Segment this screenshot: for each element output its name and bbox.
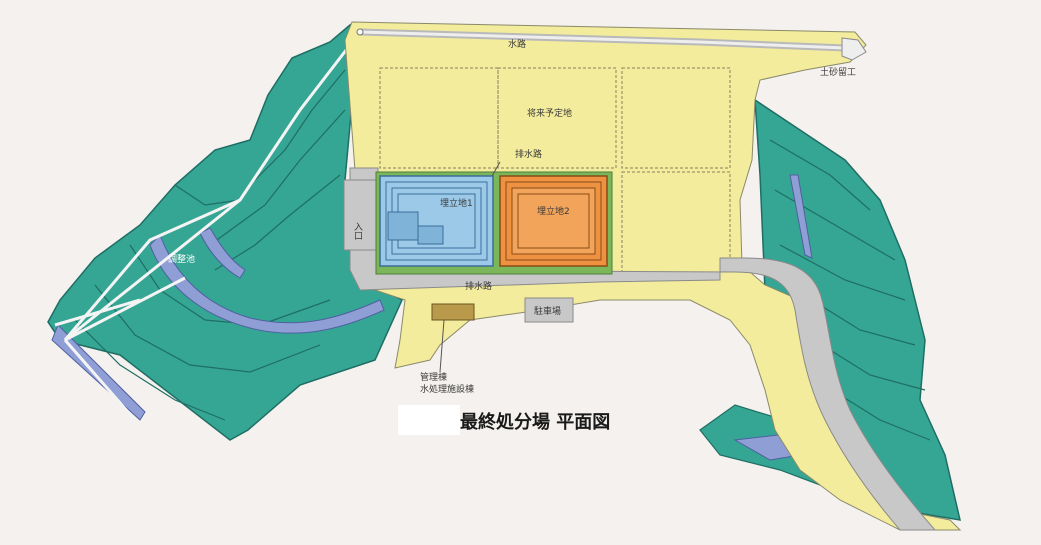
- label-parking: 駐車場: [534, 305, 561, 317]
- label-treatment: 水処理施設棟: [420, 383, 474, 395]
- title-text: 最終処分場 平面図: [460, 411, 610, 433]
- label-entrance: 入口: [352, 222, 363, 240]
- labels: 水路 土砂留工 将来予定地 排水路 埋立地1 埋立地2 入口 排水路 駐車場 調…: [168, 38, 856, 395]
- management-building: [431, 303, 475, 321]
- label-waterway: 水路: [508, 38, 526, 50]
- future-plots: [379, 67, 731, 273]
- label-landfill-1: 埋立地1: [440, 197, 473, 209]
- redacted-box: [398, 405, 460, 435]
- landfill-1: [379, 175, 494, 267]
- label-earth-dam: 土砂留工: [820, 66, 856, 78]
- label-drainage-top: 排水路: [515, 148, 542, 160]
- waterway-strip: [356, 28, 867, 61]
- label-landfill-2: 埋立地2: [537, 205, 570, 217]
- buildings: [431, 161, 574, 373]
- label-drainage-bottom: 排水路: [465, 280, 492, 292]
- plan-title: 最終処分場 平面図: [398, 405, 610, 435]
- pipe-lines: [54, 31, 362, 421]
- label-future-site: 将来予定地: [527, 107, 572, 119]
- left-channels: [51, 227, 385, 421]
- access-road: [343, 167, 937, 531]
- parking-area: [524, 297, 574, 323]
- landfill-2: [499, 175, 608, 267]
- label-pond: 調整池: [168, 253, 195, 265]
- label-management: 管理棟: [420, 371, 447, 383]
